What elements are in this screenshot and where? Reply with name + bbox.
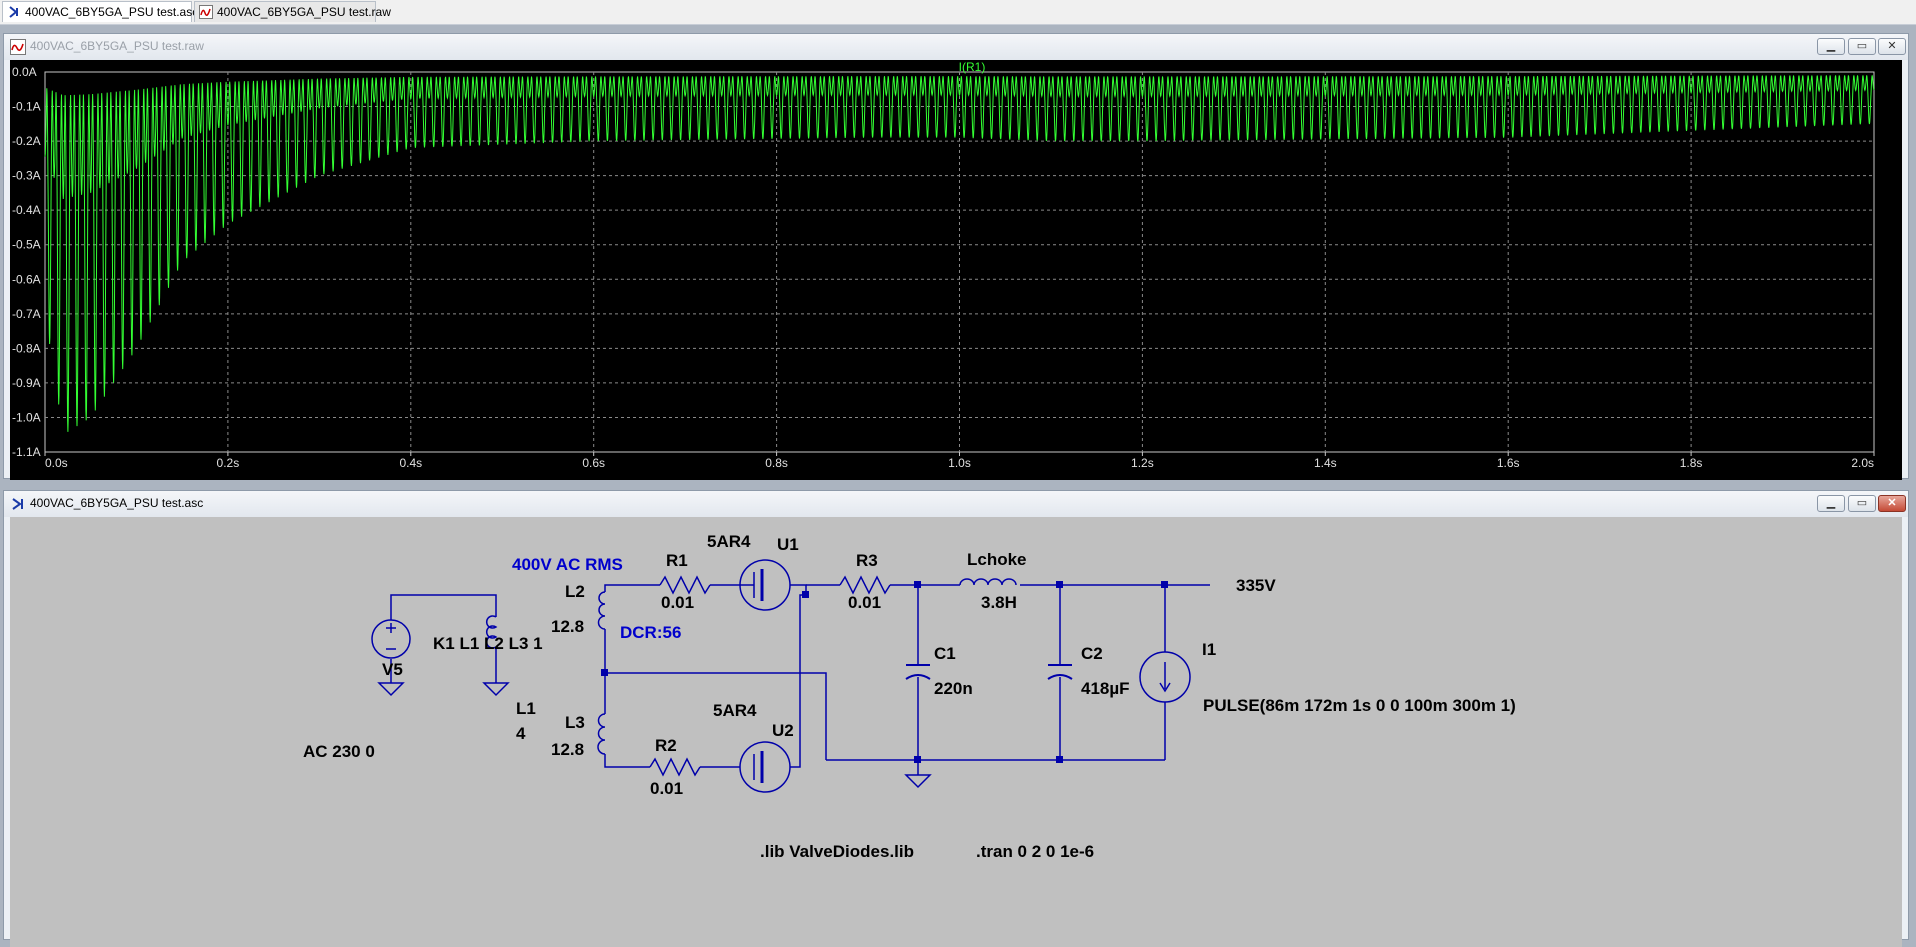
- plot-grid: [44, 71, 1875, 456]
- tab-waveform[interactable]: 400VAC_6BY5GA_PSU test.raw: [194, 1, 391, 22]
- y-tick-label: -1.1A: [12, 445, 41, 459]
- tab-label: 400VAC_6BY5GA_PSU test.raw: [217, 5, 391, 19]
- minimize-button[interactable]: ▁: [1817, 38, 1845, 55]
- waveform-window: 400VAC_6BY5GA_PSU test.raw ▁ ▭ ✕ 0.0s 0.2…: [3, 33, 1909, 480]
- lchoke-value: 3.8H: [981, 593, 1017, 612]
- inductor-L1[interactable]: [486, 615, 498, 649]
- r1-label: R1: [666, 551, 688, 570]
- lchoke-label: Lchoke: [967, 550, 1027, 569]
- tab-schematic[interactable]: 400VAC_6BY5GA_PSU test.asc: [2, 1, 198, 22]
- tick-labels: 0.0s 0.2s 0.4s 0.6s 0.8s 1.0s 1.2s 1.4s 1.6s 1.8s…: [12, 65, 1874, 470]
- u2-model: 5AR4: [713, 701, 757, 720]
- r2-value: 0.01: [650, 779, 683, 798]
- x-tick-label: 1.4s: [1314, 456, 1337, 470]
- tran-directive: .tran 0 2 0 1e-6: [976, 842, 1094, 861]
- coupling-directive: K1 L1 L2 L3 1: [433, 634, 543, 653]
- ground-symbols: [377, 682, 932, 789]
- y-tick-label: -0.7A: [12, 307, 41, 321]
- c1-label: C1: [934, 644, 956, 663]
- window-title: 400VAC_6BY5GA_PSU test.asc: [30, 496, 204, 510]
- v5-value: AC 230 0: [303, 742, 375, 761]
- chart[interactable]: 0.0s 0.2s 0.4s 0.6s 0.8s 1.0s 1.2s 1.4s 1.6s 1.8s…: [10, 60, 1902, 480]
- l1-label: L1: [516, 699, 536, 718]
- component-labels: 400V AC RMS DCR:56 K1 L1 L2 L3 1 V5 AC 2…: [303, 532, 1516, 861]
- y-tick-label: -0.2A: [12, 134, 41, 148]
- resistors[interactable]: [649, 575, 891, 777]
- y-tick-label: 0.0A: [12, 65, 37, 79]
- x-tick-label: 1.2s: [1131, 456, 1154, 470]
- y-tick-label: -0.6A: [12, 272, 41, 286]
- schematic-icon: [9, 6, 18, 18]
- x-tick-label: 1.0s: [948, 456, 971, 470]
- u1-model: 5AR4: [707, 532, 751, 551]
- schematic-titlebar[interactable]: 400VAC_6BY5GA_PSU test.asc ▁ ▭ ✕: [4, 491, 1908, 517]
- window-title: 400VAC_6BY5GA_PSU test.raw: [30, 39, 204, 53]
- y-tick-label: -0.4A: [12, 203, 41, 217]
- voltage-source-V5[interactable]: [371, 619, 411, 659]
- r1-value: 0.01: [661, 593, 694, 612]
- inductor-L3[interactable]: [597, 713, 606, 755]
- current-source-I1[interactable]: [1139, 651, 1191, 703]
- y-tick-label: -0.8A: [12, 341, 41, 355]
- junctions: [601, 581, 1168, 763]
- u1-label: U1: [777, 535, 799, 554]
- c2-label: C2: [1081, 644, 1103, 663]
- c2-value: 418µF: [1081, 679, 1130, 698]
- minimize-button[interactable]: ▁: [1817, 495, 1845, 512]
- u2-label: U2: [772, 721, 794, 740]
- output-net-label: 335V: [1236, 576, 1276, 595]
- schematic-icon: [12, 498, 23, 510]
- inductor-L2[interactable]: [597, 591, 606, 630]
- x-tick-label: 0.6s: [582, 456, 605, 470]
- y-tick-label: -0.3A: [12, 169, 41, 183]
- x-tick-label: 1.6s: [1497, 456, 1520, 470]
- restore-button[interactable]: ▭: [1848, 495, 1876, 512]
- waveform-plot-pane[interactable]: 0.0s 0.2s 0.4s 0.6s 0.8s 1.0s 1.2s 1.4s 1.6s 1.8s…: [10, 60, 1902, 480]
- trace-label[interactable]: I(R1): [959, 60, 986, 74]
- x-tick-label: 0.2s: [217, 456, 240, 470]
- lib-directive: .lib ValveDiodes.lib: [760, 842, 914, 861]
- waveform-titlebar[interactable]: 400VAC_6BY5GA_PSU test.raw ▁ ▭ ✕: [4, 34, 1908, 60]
- r3-value: 0.01: [848, 593, 881, 612]
- valve-diodes[interactable]: [739, 559, 791, 793]
- voltage-note: 400V AC RMS: [512, 555, 623, 574]
- l3-value: 12.8: [551, 740, 584, 759]
- x-tick-label: 1.8s: [1680, 456, 1703, 470]
- inductor-Lchoke[interactable]: [959, 578, 1017, 586]
- l2-value: 12.8: [551, 617, 584, 636]
- schematic-window: 400VAC_6BY5GA_PSU test.asc ▁ ▭ ✕: [3, 490, 1909, 947]
- document-tab-bar: 400VAC_6BY5GA_PSU test.asc 400VAC_6BY5GA…: [0, 0, 1916, 25]
- l1-value: 4: [516, 724, 526, 743]
- schematic-canvas[interactable]: 400V AC RMS DCR:56 K1 L1 L2 L3 1 V5 AC 2…: [10, 517, 1902, 947]
- r3-label: R3: [856, 551, 878, 570]
- tab-label: 400VAC_6BY5GA_PSU test.asc: [25, 5, 199, 19]
- close-button[interactable]: ✕: [1878, 38, 1906, 55]
- l3-label: L3: [565, 713, 585, 732]
- schematic-drawing[interactable]: 400V AC RMS DCR:56 K1 L1 L2 L3 1 V5 AC 2…: [10, 517, 1902, 937]
- x-tick-label: 0.0s: [45, 456, 68, 470]
- i1-value: PULSE(86m 172m 1s 0 0 100m 300m 1): [1203, 696, 1516, 715]
- trace-I-R1: [44, 75, 1875, 432]
- waveform-icon: [199, 5, 213, 19]
- y-tick-label: -1.0A: [12, 410, 41, 424]
- l2-label: L2: [565, 582, 585, 601]
- capacitors[interactable]: [905, 664, 1073, 680]
- waveform-icon: [10, 39, 26, 55]
- y-tick-label: -0.5A: [12, 238, 41, 252]
- dcr-note: DCR:56: [620, 623, 681, 642]
- y-tick-label: -0.9A: [12, 376, 41, 390]
- r2-label: R2: [655, 736, 677, 755]
- x-tick-label: 2.0s: [1851, 456, 1874, 470]
- i1-label: I1: [1202, 640, 1216, 659]
- x-tick-label: 0.8s: [765, 456, 788, 470]
- restore-button[interactable]: ▭: [1848, 38, 1876, 55]
- c1-value: 220n: [934, 679, 973, 698]
- y-tick-label: -0.1A: [12, 100, 41, 114]
- v5-label: V5: [382, 660, 403, 679]
- close-button[interactable]: ✕: [1878, 495, 1906, 512]
- x-tick-label: 0.4s: [399, 456, 422, 470]
